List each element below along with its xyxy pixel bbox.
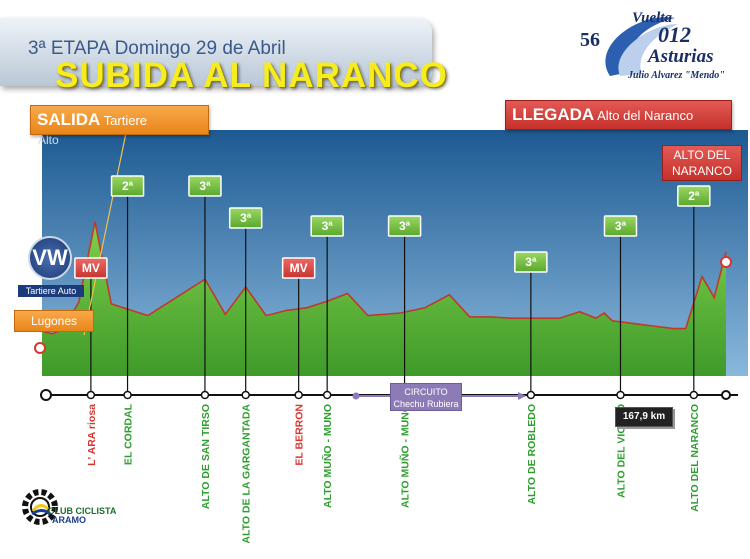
badge-text: MV <box>82 261 100 275</box>
start-box: SALIDA Tartiere <box>30 105 209 135</box>
finish-tag-line2: NARANCO <box>671 164 732 178</box>
marker-label: ALTO DEL VIOLEO <box>615 404 627 498</box>
mv-badge: MV <box>281 257 316 279</box>
start-point-marker <box>34 342 46 354</box>
stage-title: SUBIDA AL NARANCO <box>55 56 448 95</box>
badge-box <box>603 215 638 237</box>
circuit-line1: CIRCUITO <box>404 387 448 397</box>
vuelta-asturias-logo: 56 Vuelta 012 Asturias Julio Alvarez "Me… <box>580 10 725 81</box>
badge-text: 3ª <box>240 211 252 225</box>
marker-dot <box>689 390 699 400</box>
badge-box <box>281 257 316 279</box>
finish-summit-tag: ALTO DEL NARANCO <box>662 145 742 181</box>
badge-text: 3ª <box>615 219 627 233</box>
finish-place: Alto del Naranco <box>597 108 694 123</box>
marker-label: EL BERRON <box>294 404 306 466</box>
category-badge: 3ª <box>387 215 422 237</box>
altitude-axis-label: Alto <box>38 133 59 147</box>
total-distance: 167,9 km <box>615 407 673 427</box>
profile-area <box>42 222 726 376</box>
category-badge: 3ª <box>188 175 222 197</box>
logo-year-prefix: 56 <box>580 29 600 51</box>
marker-dot <box>616 390 625 400</box>
stage-date: 3ª ETAPA Domingo 29 de Abril <box>28 38 286 59</box>
badge-box <box>310 215 344 237</box>
badge-text: 3ª <box>525 255 537 269</box>
logo-year-suffix: 012 <box>658 22 691 47</box>
marker-dot <box>123 390 132 400</box>
badge-text: 3ª <box>399 219 411 233</box>
badge-text: 2ª <box>122 179 134 193</box>
marker-dot <box>294 390 303 400</box>
start-pointer-line <box>83 132 127 336</box>
circuit-arrow-head <box>518 392 526 400</box>
marker-dot <box>322 390 332 400</box>
axis-end-dot <box>721 390 731 400</box>
finish-tag-line1: ALTO DEL <box>673 148 731 162</box>
mv-badge: MV <box>74 257 108 279</box>
category-badge: 3ª <box>228 207 263 229</box>
badge-box <box>228 207 263 229</box>
badge-box <box>110 175 145 197</box>
marker-dot <box>241 390 250 400</box>
logo-swoosh-light <box>618 24 678 76</box>
badge-box <box>387 215 422 237</box>
marker-label: ALTO DE SAN TIRSO <box>200 404 212 509</box>
club-line1: CLUB CICLISTA <box>48 506 117 516</box>
badge-text: MV <box>290 261 308 275</box>
marker-label: ALTO DE ROBLEDO <box>526 404 538 505</box>
finish-label: LLEGADA <box>512 105 595 124</box>
marker-label: ALTO DEL NARANCO <box>689 404 701 512</box>
marker-label: ALTO MUÑO - MUNO <box>321 404 334 508</box>
sponsor-name: Tartiere Auto <box>18 285 84 297</box>
marker-dot <box>86 390 96 400</box>
sponsor-badge: VW Tartiere Auto <box>18 236 84 302</box>
badge-text: 3ª <box>322 219 334 233</box>
logo-trophy: Julio Alvarez "Mendo" <box>627 70 725 81</box>
start-label: SALIDA <box>37 110 101 129</box>
marker-dot <box>526 390 536 400</box>
marker-label: L' ARA riosa <box>86 404 98 466</box>
category-badge: 3ª <box>603 215 638 237</box>
category-badge: 3ª <box>310 215 344 237</box>
club-logo: CLUB CICLISTA ARAMO <box>20 487 120 543</box>
vw-logo: VW <box>28 236 72 280</box>
badge-text: 3ª <box>199 179 211 193</box>
badge-box <box>514 251 548 273</box>
club-name: CLUB CICLISTA ARAMO <box>48 507 116 525</box>
lugones-tag: Lugones <box>14 310 94 332</box>
logo-vuelta: Vuelta <box>632 10 673 26</box>
category-badge: 2ª <box>110 175 145 197</box>
axis-start-dot <box>40 389 52 401</box>
circuit-tag: CIRCUITO Chechu Rubiera <box>390 383 462 411</box>
club-line2: ARAMO <box>52 515 86 525</box>
start-place: Tartiere <box>103 113 148 128</box>
category-badge: 2ª <box>677 185 711 207</box>
badge-text: 2ª <box>688 189 700 203</box>
circuit-arrow-start <box>352 392 360 400</box>
finish-point-marker <box>720 256 732 268</box>
badge-box <box>188 175 222 197</box>
gear-icon <box>22 489 58 525</box>
logo-region: Asturias <box>647 46 713 67</box>
marker-dot <box>200 390 210 400</box>
category-badge: 3ª <box>514 251 548 273</box>
marker-label: ALTO DE LA GARGANTADA <box>241 404 253 544</box>
marker-label: ALTO MUÑO - MUNO <box>399 404 412 508</box>
profile-line <box>41 221 727 335</box>
circuit-line2: Chechu Rubiera <box>393 399 459 409</box>
badge-box <box>74 257 108 279</box>
title-box: 3ª ETAPA Domingo 29 de Abril SUBIDA AL N… <box>0 18 447 95</box>
badge-box <box>677 185 711 207</box>
finish-box: LLEGADA Alto del Naranco <box>505 100 732 130</box>
marker-label: EL CORDAL <box>123 403 135 465</box>
